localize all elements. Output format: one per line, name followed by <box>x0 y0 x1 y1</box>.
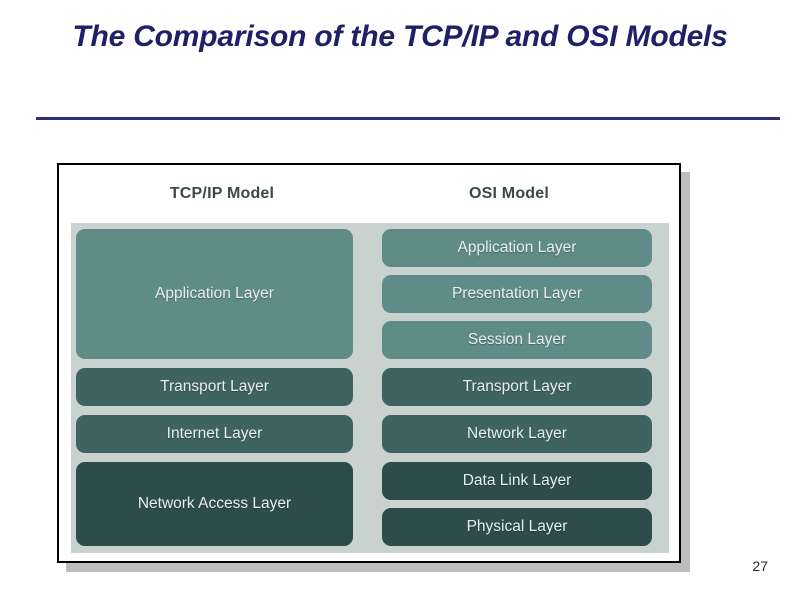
title-divider <box>36 117 780 120</box>
tcpip-layer-application: Application Layer <box>76 229 353 359</box>
figure-frame: TCP/IP Model OSI Model Application Layer… <box>57 163 681 563</box>
osi-layer-transport: Transport Layer <box>382 368 652 406</box>
tcpip-layer-internet: Internet Layer <box>76 415 353 453</box>
osi-layer-physical: Physical Layer <box>382 508 652 546</box>
page-title: The Comparison of the TCP/IP and OSI Mod… <box>72 20 728 53</box>
slide-page-number: 27 <box>752 558 768 574</box>
osi-layer-session: Session Layer <box>382 321 652 359</box>
osi-layer-application: Application Layer <box>382 229 652 267</box>
tcpip-layer-transport: Transport Layer <box>76 368 353 406</box>
osi-layer-presentation: Presentation Layer <box>382 275 652 313</box>
osi-layer-data-link: Data Link Layer <box>382 462 652 500</box>
tcpip-layer-network-access: Network Access Layer <box>76 462 353 546</box>
comparison-diagram: TCP/IP Model OSI Model Application Layer… <box>57 163 690 572</box>
column-heading-osi: OSI Model <box>468 185 550 202</box>
osi-layer-network: Network Layer <box>382 415 652 453</box>
column-heading-tcpip: TCP/IP Model <box>169 185 275 202</box>
